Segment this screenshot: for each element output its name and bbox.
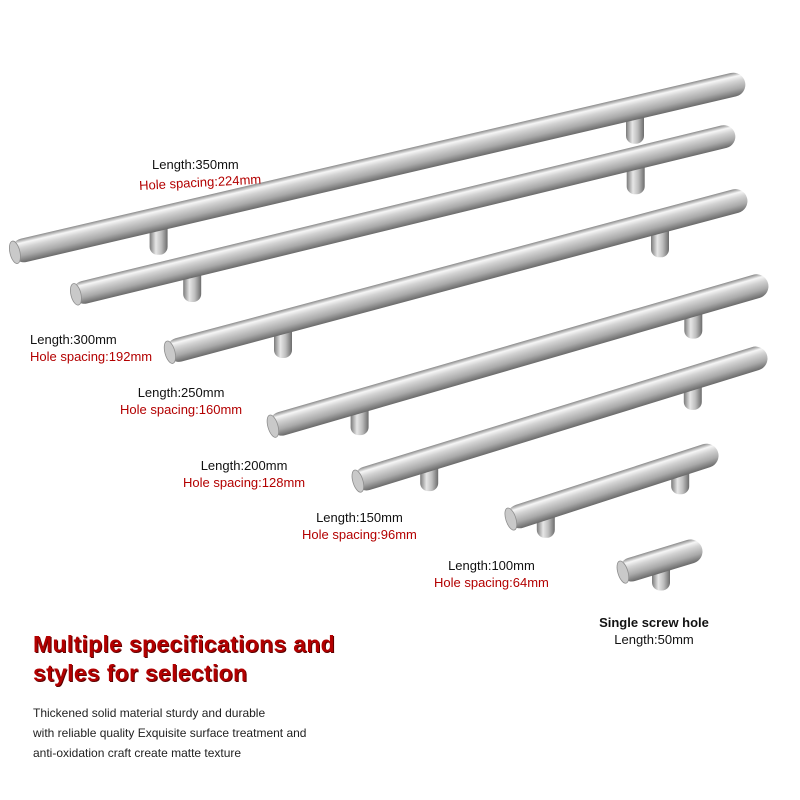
- handle-label-350: Length:350mm: [152, 156, 239, 173]
- length-text: Length:150mm: [316, 510, 403, 525]
- handle-bar: [166, 189, 748, 362]
- handle-end-cap: [351, 469, 365, 493]
- length-text: Length:350mm: [152, 157, 239, 172]
- handle-bar: [354, 346, 768, 491]
- description-line-2: with reliable quality Exquisite surface …: [33, 726, 307, 740]
- handle-bar: [619, 539, 703, 582]
- hole-spacing-text: Hole spacing:64mm: [434, 575, 549, 590]
- length-text: Length:200mm: [200, 458, 288, 473]
- handle-bar: [507, 443, 719, 529]
- hole-spacing-text: Hole spacing:192mm: [30, 349, 153, 364]
- length-text: Length:250mm: [137, 385, 225, 400]
- description-line-3: anti-oxidation craft create matte textur…: [33, 746, 242, 760]
- description-line-1: Thickened solid material sturdy and dura…: [33, 706, 266, 720]
- headline: Multiple specifications and styles for s…: [33, 630, 335, 688]
- handle-label-300: Length:300mm Hole spacing:192mm: [30, 331, 152, 365]
- handle-bar: [269, 274, 769, 436]
- single-hole-title: Single screw hole: [599, 615, 709, 630]
- single-hole-length: Length:50mm: [614, 632, 694, 647]
- handle-50mm: [616, 539, 703, 591]
- headline-line-1: Multiple specifications and: [33, 631, 336, 657]
- handle-label-150: Length:150mm Hole spacing:96mm: [302, 509, 417, 543]
- hole-spacing-text: Hole spacing:96mm: [302, 527, 417, 542]
- handle-end-cap: [616, 560, 630, 584]
- handle-250mm: [163, 189, 748, 364]
- hole-label-350: Hole spacing:224mm: [138, 157, 262, 194]
- handle-end-cap: [504, 507, 518, 531]
- handle-350mm: [8, 72, 746, 264]
- handle-label-250: Length:250mm Hole spacing:160mm: [120, 384, 242, 418]
- handle-end-cap: [163, 340, 176, 364]
- handle-end-cap: [70, 283, 82, 306]
- handle-label-100: Length:100mm Hole spacing:64mm: [434, 557, 549, 591]
- handle-bar: [11, 72, 746, 263]
- length-text: Length:100mm: [448, 558, 535, 573]
- headline-line-2: styles for selection: [33, 660, 248, 686]
- handle-label-200: Length:200mm Hole spacing:128mm: [183, 457, 305, 491]
- handle-300mm: [70, 125, 736, 306]
- handle-200mm: [266, 274, 769, 438]
- hole-spacing-text: Hole spacing:128mm: [183, 475, 306, 490]
- hole-spacing-text: Hole spacing:160mm: [120, 402, 243, 417]
- description: Thickened solid material sturdy and dura…: [33, 703, 306, 763]
- handle-100mm: [504, 443, 719, 538]
- handle-150mm: [351, 346, 768, 493]
- handle-end-cap: [266, 414, 280, 438]
- single-hole-label: Single screw hole Length:50mm: [587, 614, 721, 648]
- length-text: Length:300mm: [30, 332, 117, 347]
- handle-bar: [72, 125, 736, 304]
- handle-end-cap: [8, 240, 21, 264]
